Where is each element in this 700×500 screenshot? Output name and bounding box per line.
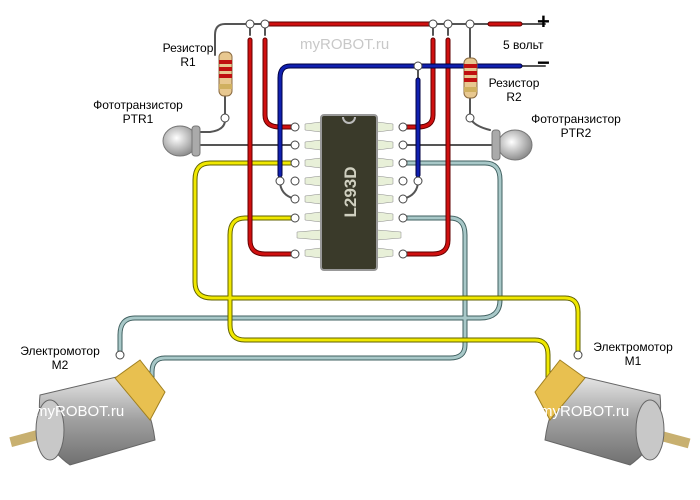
l293d-chip: L293D xyxy=(296,114,402,271)
junctions xyxy=(115,19,583,390)
label-m1-line1: Электромотор xyxy=(593,340,673,354)
phototransistor-ptr1 xyxy=(162,125,201,157)
label-ptr2-line1: Фототранзистор xyxy=(531,112,621,126)
chip-label: L293D xyxy=(341,166,360,217)
label-r2-line1: Резистор xyxy=(488,76,540,90)
label-m2-line2: M2 xyxy=(51,358,69,372)
label-m2-line1: Электромотор xyxy=(20,344,100,358)
minus-terminal: − xyxy=(537,50,550,75)
label-m1-line2: M1 xyxy=(624,354,642,368)
motor-m1 xyxy=(534,359,691,466)
watermark-motor-m2: myROBOT.ru xyxy=(35,403,125,420)
watermark-motor-m1: myROBOT.ru xyxy=(540,403,630,420)
label-ptr2-line2: PTR2 xyxy=(560,126,592,140)
motor-m2 xyxy=(9,359,166,466)
label-r1-line2: R1 xyxy=(180,55,196,69)
phototransistor-ptr2 xyxy=(491,129,533,161)
resistor-r1 xyxy=(218,51,233,97)
label-r2-line2: R2 xyxy=(506,90,522,104)
watermark: myROBOT.ru xyxy=(300,36,390,53)
voltage-label: 5 вольт xyxy=(503,38,544,52)
label-r1-line1: Резистор xyxy=(162,41,214,55)
resistor-r2 xyxy=(463,57,478,99)
plus-terminal: + xyxy=(537,9,550,34)
label-ptr1-line2: PTR1 xyxy=(122,112,154,126)
label-ptr1-line1: Фототранзистор xyxy=(93,98,183,112)
